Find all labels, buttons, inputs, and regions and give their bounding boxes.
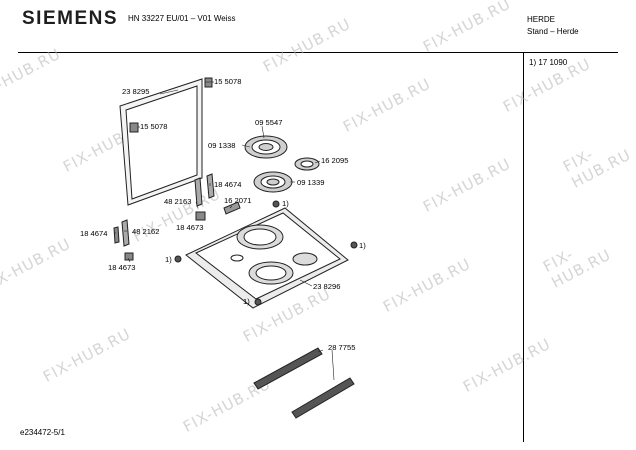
part-label: 16 2071 <box>224 196 252 205</box>
part-label: 16 2095 <box>321 156 349 165</box>
appliance-subcategory: Stand – Herde <box>527 27 579 36</box>
part-label: 28 7755 <box>328 343 356 352</box>
lid-frame <box>119 78 203 206</box>
part-label: 18 4673 <box>176 223 204 232</box>
part-label: 15 5078 <box>214 77 242 86</box>
part-label: 23 8295 <box>122 87 150 96</box>
part-label: 23 8296 <box>313 282 341 291</box>
hinge-part <box>113 173 241 261</box>
footnote-marker: 1) <box>165 255 172 264</box>
footnote-marker: 1) <box>282 199 289 208</box>
part-label: 18 4674 <box>80 229 108 238</box>
hotplate-medium <box>253 171 293 193</box>
seal-strip <box>253 347 355 419</box>
footnote-marker: 1) <box>359 241 366 250</box>
part-label: 48 2163 <box>164 197 192 206</box>
hotplate-small <box>294 157 320 171</box>
screw-part <box>174 255 182 263</box>
sidebar-divider <box>523 52 524 442</box>
footnote-marker: 1) <box>243 297 250 306</box>
screw-part <box>272 200 280 208</box>
model-number: HN 33227 EU/01 – V01 Weiss <box>128 14 236 23</box>
part-label: 09 1338 <box>208 141 236 150</box>
appliance-category: HERDE <box>527 15 556 24</box>
header-divider <box>18 52 618 53</box>
footnote-part: 1) 17 1090 <box>529 58 568 67</box>
hob-plate <box>185 207 349 309</box>
clip-part <box>129 122 139 133</box>
document-id: e234472-5/1 <box>20 428 65 437</box>
clip-part <box>204 77 213 88</box>
hotplate-large <box>244 135 288 159</box>
part-label: 48 2162 <box>132 227 160 236</box>
screw-part <box>254 298 262 306</box>
part-label: 15 5078 <box>140 122 168 131</box>
part-label: 18 4674 <box>214 180 242 189</box>
leader-lines <box>114 81 335 381</box>
part-label: 09 1339 <box>297 178 325 187</box>
part-label: 18 4673 <box>108 263 136 272</box>
screw-part <box>350 241 358 249</box>
brand-logo: SIEMENS <box>22 8 119 29</box>
part-label: 09 5547 <box>255 118 283 127</box>
